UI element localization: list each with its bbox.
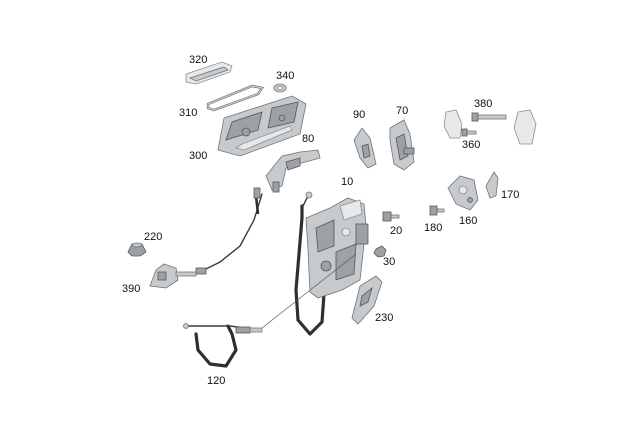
part-180-screw[interactable]	[429, 205, 445, 216]
part-70-bracket[interactable]	[389, 119, 415, 171]
part-20-screw[interactable]	[382, 211, 400, 222]
label-360: 360	[462, 139, 480, 151]
part-90-bracket[interactable]	[353, 127, 377, 169]
part-390-cover[interactable]	[351, 275, 383, 325]
part-220-handle-rod[interactable]	[149, 263, 197, 289]
label-20: 20	[390, 225, 402, 237]
label-310: 310	[179, 107, 197, 119]
label-390: 230	[375, 312, 393, 324]
label-170: 170	[501, 189, 519, 201]
part-360-screw[interactable]	[461, 128, 477, 137]
label-220: 390	[122, 283, 140, 295]
part-380-cover-caps[interactable]	[443, 109, 537, 145]
label-380: 380	[474, 98, 492, 110]
label-80: 80	[302, 133, 314, 145]
label-30: 30	[383, 256, 395, 268]
part-320-door-handle[interactable]	[185, 61, 233, 85]
part-340-grommet[interactable]	[273, 83, 287, 93]
label-160: 160	[459, 215, 477, 227]
part-170-bracket[interactable]	[485, 171, 499, 199]
part-30-nut[interactable]	[373, 245, 387, 258]
label-90: 90	[353, 109, 365, 121]
label-180: 180	[424, 222, 442, 234]
label-120: 120	[207, 375, 225, 387]
part-300-handle-carrier[interactable]	[217, 95, 307, 157]
part-230-grommet[interactable]	[127, 242, 147, 257]
part-10-door-lock[interactable]	[305, 197, 369, 299]
label-10: 10	[341, 176, 353, 188]
label-300: 300	[189, 150, 207, 162]
inner-release-cable[interactable]	[195, 187, 263, 275]
part-160-latch-holder[interactable]	[447, 175, 479, 211]
label-340: 340	[276, 70, 294, 82]
label-320: 320	[189, 54, 207, 66]
leader-line	[261, 253, 357, 329]
part-80-bracket[interactable]	[265, 149, 321, 193]
part-310-gasket[interactable]	[206, 84, 264, 112]
label-70: 70	[396, 105, 408, 117]
label-230: 220	[144, 231, 162, 243]
part-120-cable-assembly[interactable]	[183, 323, 263, 368]
bowden-cable[interactable]	[294, 191, 326, 336]
